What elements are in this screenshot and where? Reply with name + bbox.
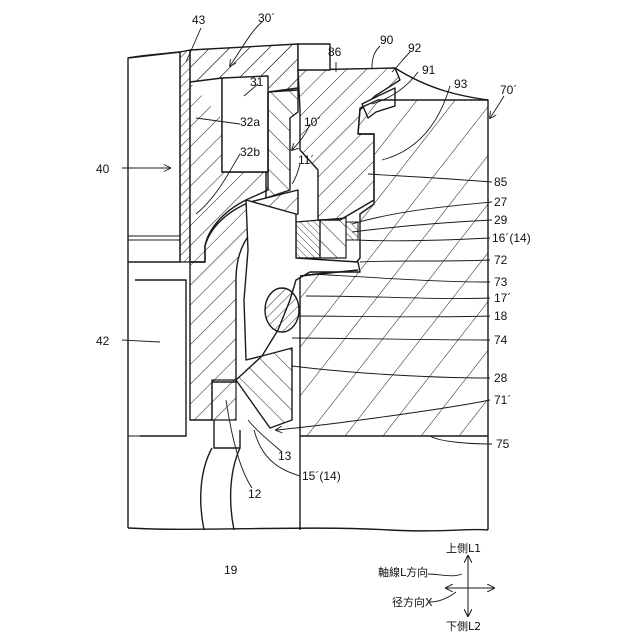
direction-legend [428, 556, 494, 616]
label-10: 10´ [304, 115, 321, 129]
shaft-19 [201, 448, 240, 530]
label-16: 16´(14) [492, 231, 531, 245]
label-32b: 32b [240, 145, 260, 159]
label-27: 27 [494, 195, 508, 209]
legend-up-label: 上側L1 [446, 542, 481, 555]
label-12: 12 [248, 487, 262, 501]
label-19: 19 [224, 563, 238, 577]
label-73: 73 [494, 275, 508, 289]
label-90: 90 [380, 33, 394, 47]
label-93: 93 [454, 77, 468, 91]
label-72: 72 [494, 253, 508, 267]
label-17: 17´ [494, 291, 511, 305]
label-86: 86 [328, 45, 342, 59]
label-40: 40 [96, 162, 110, 176]
o-ring-18 [265, 288, 299, 332]
label-42: 42 [96, 334, 110, 348]
label-71: 71´ [494, 393, 511, 407]
label-75: 75 [496, 437, 510, 451]
label-15: 15´(14) [302, 469, 341, 483]
insert-27-29 [296, 218, 358, 258]
label-11: 11´ [298, 153, 314, 167]
label-29: 29 [494, 213, 508, 227]
legend-down-label: 下側L2 [446, 620, 481, 633]
label-18: 18 [494, 309, 508, 323]
housing-member-40 [128, 52, 186, 528]
label-85: 85 [494, 175, 508, 189]
label-70: 70´ [500, 83, 517, 97]
strip-43 [180, 50, 190, 262]
legend-axial-label: 軸線L方向 [378, 565, 428, 579]
label-74: 74 [494, 333, 508, 347]
label-30: 30´ [258, 11, 275, 25]
label-92: 92 [408, 41, 422, 55]
label-28: 28 [494, 371, 508, 385]
label-91: 91 [422, 63, 436, 77]
label-32a: 32a [240, 115, 260, 129]
label-13: 13 [278, 449, 292, 463]
legend-radial-label: 径方向X [392, 595, 433, 609]
label-31: 31 [250, 75, 264, 89]
label-43: 43 [192, 13, 206, 27]
